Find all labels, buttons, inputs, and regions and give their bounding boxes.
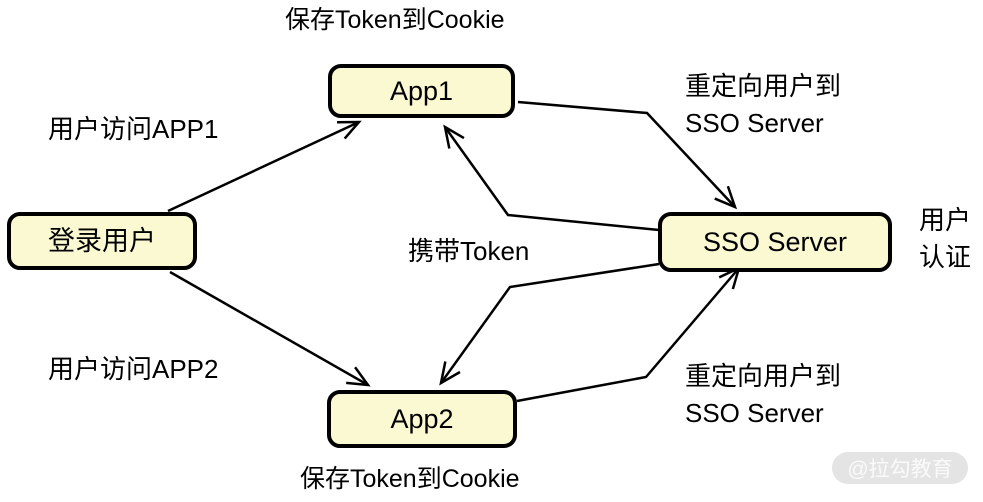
label-redirect-to-sso-top: 重定向用户到 SSO Server	[685, 68, 841, 142]
label-redirect-to-sso-bottom-line2: SSO Server	[685, 398, 824, 428]
node-app1-label: App1	[389, 75, 454, 106]
label-save-token-cookie-bottom: 保存Token到Cookie	[300, 465, 520, 493]
edge-sso-to-app1	[443, 124, 660, 232]
node-sso-server-label: SSO Server	[702, 226, 848, 257]
node-login-user: 登录用户	[7, 212, 197, 270]
node-app2-label: App2	[390, 403, 454, 434]
node-login-user-label: 登录用户	[48, 225, 156, 256]
label-redirect-to-sso-bottom-line1: 重定向用户到	[685, 361, 842, 391]
node-app1: App1	[328, 64, 515, 118]
node-sso-server: SSO Server	[658, 212, 892, 272]
label-redirect-to-sso-bottom: 重定向用户到 SSO Server	[685, 358, 841, 432]
label-user-access-app1: 用户访问APP1	[48, 114, 219, 144]
edge-sso-to-app2	[439, 262, 660, 386]
label-save-token-cookie-top: 保存Token到Cookie	[285, 6, 505, 34]
edge-app2-to-sso	[516, 265, 741, 403]
label-user-authentication-line1: 用户	[918, 205, 971, 235]
node-app2: App2	[327, 390, 517, 448]
label-redirect-to-sso-top-line2: SSO Server	[685, 108, 824, 138]
label-user-authentication: 用户 认证	[910, 202, 980, 276]
edge-login-to-app2	[169, 270, 371, 387]
label-redirect-to-sso-top-line1: 重定向用户到	[685, 71, 842, 101]
lagou-education-watermark: @拉勾教育	[832, 452, 968, 484]
edge-app1-to-sso	[517, 100, 738, 210]
label-user-access-app2: 用户访问APP2	[48, 354, 219, 384]
edge-login-to-app1	[167, 120, 362, 213]
label-user-authentication-line2: 认证	[918, 242, 971, 272]
label-carry-token: 携带Token	[408, 236, 530, 266]
